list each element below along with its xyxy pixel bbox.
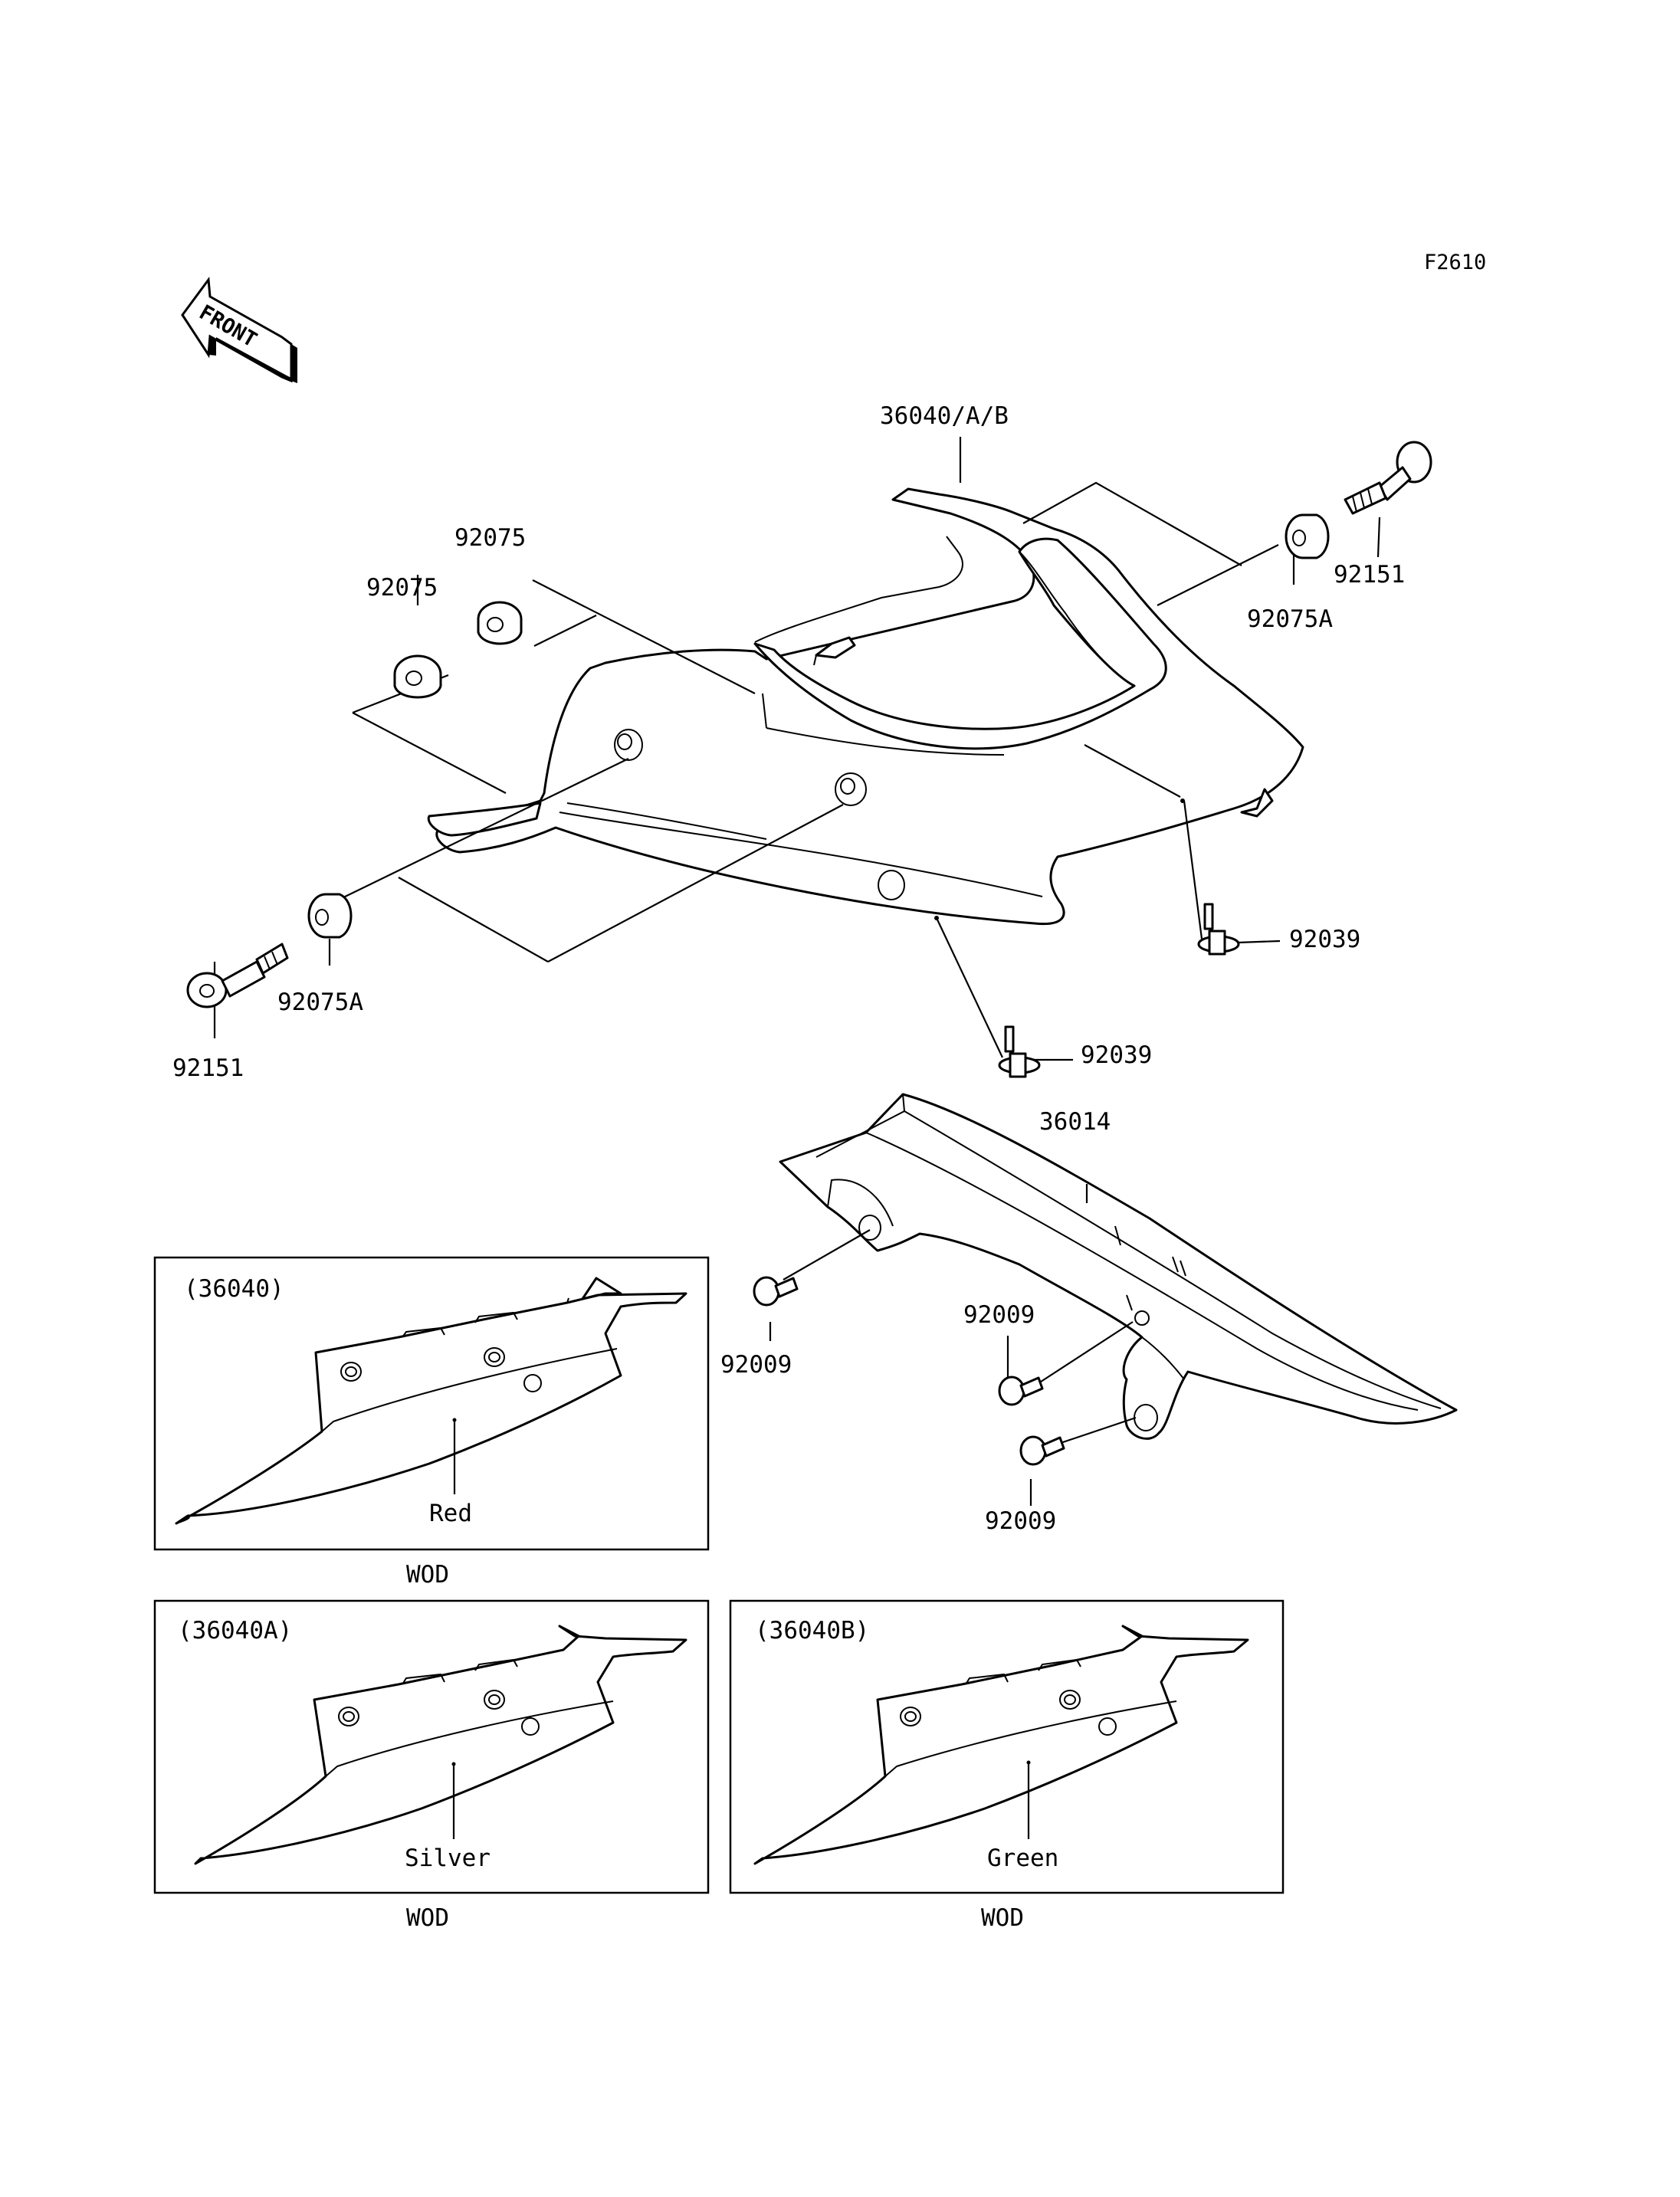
screw-icon <box>998 1376 1044 1406</box>
label-grommet-right: 92075A <box>1247 605 1333 633</box>
figure-code: F2610 <box>1424 251 1486 274</box>
label-grommet-left-lower: 92075A <box>277 989 363 1016</box>
grommet-icon <box>393 654 442 699</box>
label-side-cover: 36014 <box>1039 1108 1111 1136</box>
seat-cover-variant-part <box>753 1625 1249 1865</box>
label-grommet-left-top: 92075 <box>454 524 526 552</box>
label-screw-lower: 92009 <box>985 1507 1056 1535</box>
clip-icon <box>998 1025 1041 1078</box>
label-seat-cover: 36040/A/B <box>880 402 1009 430</box>
variant-color: Silver <box>405 1844 491 1872</box>
variant-box-36040A: (36040A) Silver <box>153 1599 710 1894</box>
seat-cover-part <box>427 487 1304 926</box>
variant-color: Green <box>987 1844 1058 1872</box>
variant-box-36040B: (36040B) Green <box>729 1599 1285 1894</box>
grommet-icon <box>1285 513 1330 559</box>
label-screw-mid: 92009 <box>963 1301 1035 1329</box>
label-bolt-right: 92151 <box>1334 561 1405 589</box>
variant-code: (36040B) <box>755 1617 869 1644</box>
screw-icon <box>1019 1435 1065 1466</box>
bolt-icon <box>1344 441 1432 515</box>
clip-icon <box>1197 903 1240 956</box>
variant-code: (36040) <box>184 1275 284 1303</box>
variant-box-36040: (36040) Red <box>153 1256 710 1551</box>
variant-code: (36040A) <box>178 1617 292 1644</box>
variant-note: WOD <box>981 1904 1024 1932</box>
screw-icon <box>753 1276 799 1307</box>
bolt-icon <box>186 943 289 1008</box>
variant-color: Red <box>429 1500 472 1527</box>
variant-note: WOD <box>406 1904 449 1932</box>
variant-note: WOD <box>406 1561 449 1589</box>
label-screw-left: 92009 <box>720 1351 792 1379</box>
label-clip-center: 92039 <box>1081 1041 1152 1069</box>
label-clip-right: 92039 <box>1289 926 1360 953</box>
seat-cover-variant-part <box>194 1625 687 1865</box>
label-grommet-left-upper: 92075 <box>366 574 438 602</box>
side-cover-part <box>779 1093 1458 1440</box>
front-arrow-icon: FRONT <box>181 276 297 383</box>
grommet-icon <box>477 601 523 645</box>
label-bolt-left: 92151 <box>172 1054 244 1082</box>
seat-cover-variant-part <box>175 1277 687 1525</box>
grommet-icon <box>307 893 353 939</box>
